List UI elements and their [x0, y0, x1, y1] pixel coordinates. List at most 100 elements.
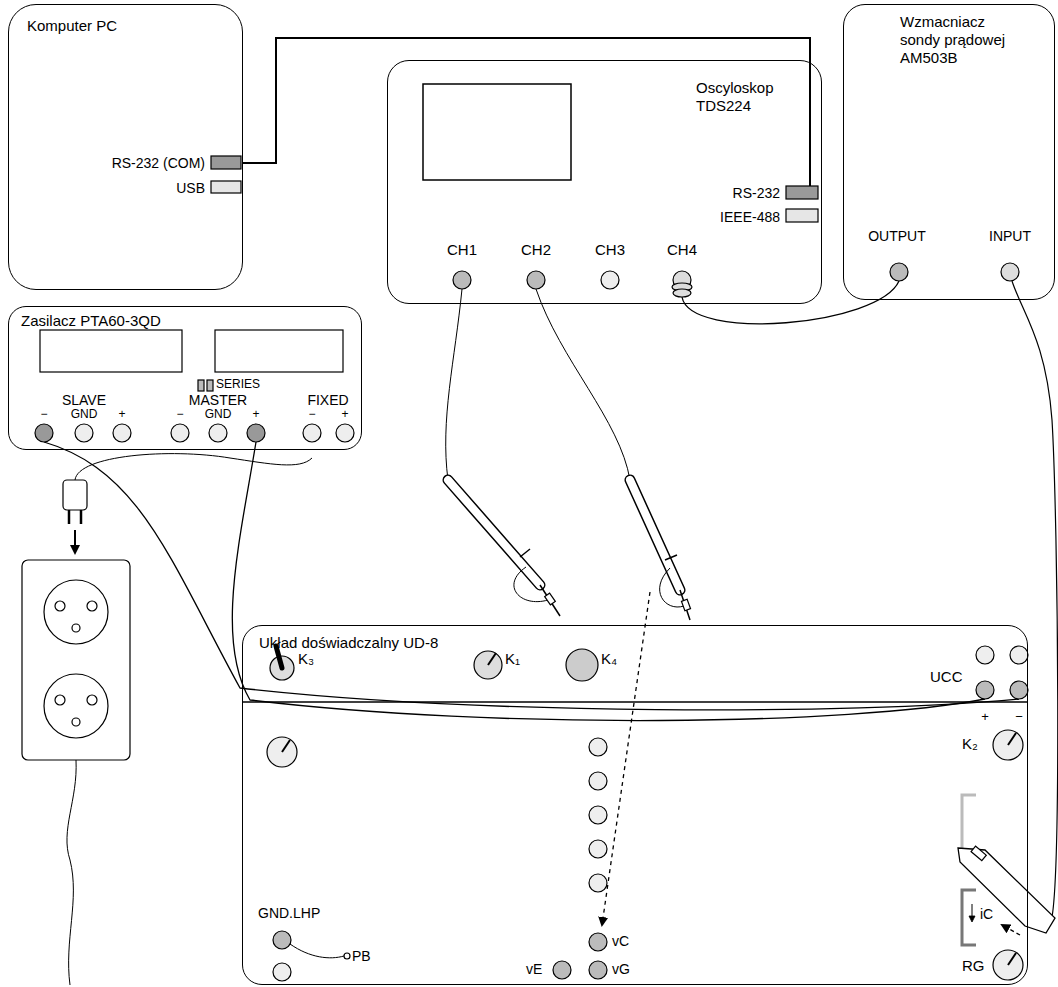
label-text: OUTPUT — [868, 228, 926, 244]
box-title: Zasilacz PTA60-3QD — [21, 312, 161, 330]
label-text: MASTER — [189, 392, 247, 408]
amplifier-box: Wzmacniacz sondy prądowej AM503B — [843, 4, 1055, 300]
usb-port — [211, 181, 241, 193]
box-title: Układ doświadczalny UD-8 — [259, 634, 438, 652]
socket — [44, 674, 108, 738]
label-text: vC — [612, 933, 629, 949]
power-strip — [22, 560, 130, 760]
label-text: UCC — [930, 668, 963, 685]
scope-screen — [423, 84, 571, 180]
socket — [44, 580, 108, 644]
label-text: RG — [962, 957, 985, 974]
label-text: − — [1015, 710, 1023, 725]
mains-cord — [75, 454, 312, 480]
label-text: SERIES — [216, 378, 260, 392]
test-socket — [589, 933, 607, 951]
box-title: Wzmacniacz sondy prądowej AM503B — [900, 13, 1020, 67]
panel-divider — [242, 701, 1028, 702]
terminal — [209, 424, 227, 442]
label-text: vG — [612, 961, 630, 977]
input-connector — [1001, 263, 1019, 281]
label-text: USB — [176, 180, 205, 196]
channel-connector — [453, 271, 471, 289]
label-text: − — [40, 408, 47, 422]
label-text: GND — [71, 408, 98, 422]
label-text: CH4 — [667, 241, 697, 258]
test-socket — [589, 840, 607, 858]
label-text: − — [308, 408, 315, 422]
pb-lead — [290, 944, 344, 958]
channel-connector — [527, 271, 545, 289]
terminal — [336, 424, 354, 442]
box-title: Komputer PC — [27, 17, 117, 35]
label-text: + — [252, 408, 259, 422]
test-socket — [273, 963, 291, 981]
knob — [993, 730, 1023, 760]
current-loop-bracket — [962, 890, 976, 945]
label-text: PB — [352, 948, 371, 964]
power-supply-box: Zasilacz PTA60-3QD — [8, 306, 362, 450]
probe-cable — [536, 289, 630, 480]
mains-plug — [63, 480, 87, 510]
channel-connector — [601, 271, 619, 289]
label-text: IEEE-488 — [720, 209, 780, 225]
label-text: − — [176, 408, 183, 422]
pointer-arrow — [602, 592, 650, 925]
label-text: vE — [526, 961, 542, 977]
terminal — [1010, 681, 1028, 699]
terminal — [247, 424, 265, 442]
terminal — [35, 424, 53, 442]
label-text: CH3 — [595, 241, 625, 258]
test-socket — [553, 961, 571, 979]
test-socket — [589, 738, 607, 756]
push-button — [566, 649, 598, 681]
computer-box: Komputer PC — [8, 4, 243, 290]
voltage-probe — [448, 480, 540, 585]
label-text: K₁ — [505, 650, 520, 667]
knob — [993, 950, 1023, 980]
label-text: GND.LHP — [258, 905, 320, 921]
box-title: Oscyloskop TDS224 — [696, 79, 791, 115]
terminal — [1010, 646, 1028, 664]
current-loop-bracket — [962, 795, 976, 850]
knob — [267, 737, 297, 767]
terminal — [113, 424, 131, 442]
test-socket — [589, 961, 607, 979]
label-text: CH1 — [447, 241, 477, 258]
cable — [44, 442, 1019, 710]
voltage-probe — [630, 480, 680, 590]
label-text: SLAVE — [62, 392, 106, 408]
cable — [682, 281, 899, 324]
terminal — [75, 424, 93, 442]
com-port — [211, 156, 241, 169]
label-text: iC — [980, 906, 993, 922]
test-socket — [589, 806, 607, 824]
label-text: + — [118, 408, 125, 422]
label-text: K₃ — [298, 650, 314, 667]
label-text: RS-232 — [733, 185, 780, 201]
cable — [243, 38, 818, 193]
rs232-port — [786, 186, 818, 199]
ground-socket — [273, 931, 291, 949]
test-socket — [589, 874, 607, 892]
display — [215, 330, 343, 372]
display — [40, 330, 182, 372]
label-text: RS-232 (COM) — [112, 155, 205, 171]
probe-cable — [446, 289, 462, 480]
cable — [232, 442, 985, 721]
probe-cable — [1012, 281, 1058, 925]
terminal — [976, 681, 994, 699]
label-text: + — [981, 710, 989, 725]
label-text: FIXED — [307, 392, 348, 408]
gpib-port — [786, 209, 818, 222]
series-button — [207, 380, 213, 391]
terminal — [171, 424, 189, 442]
test-board-box: Układ doświadczalny UD-8 — [242, 625, 1028, 985]
current-probe — [958, 848, 1055, 933]
label-text: + — [341, 408, 348, 422]
label-text: K₄ — [601, 650, 617, 667]
label-text: CH2 — [521, 241, 551, 258]
label-text: K₂ — [962, 735, 978, 752]
oscilloscope-box: Oscyloskop TDS224 — [387, 60, 822, 304]
